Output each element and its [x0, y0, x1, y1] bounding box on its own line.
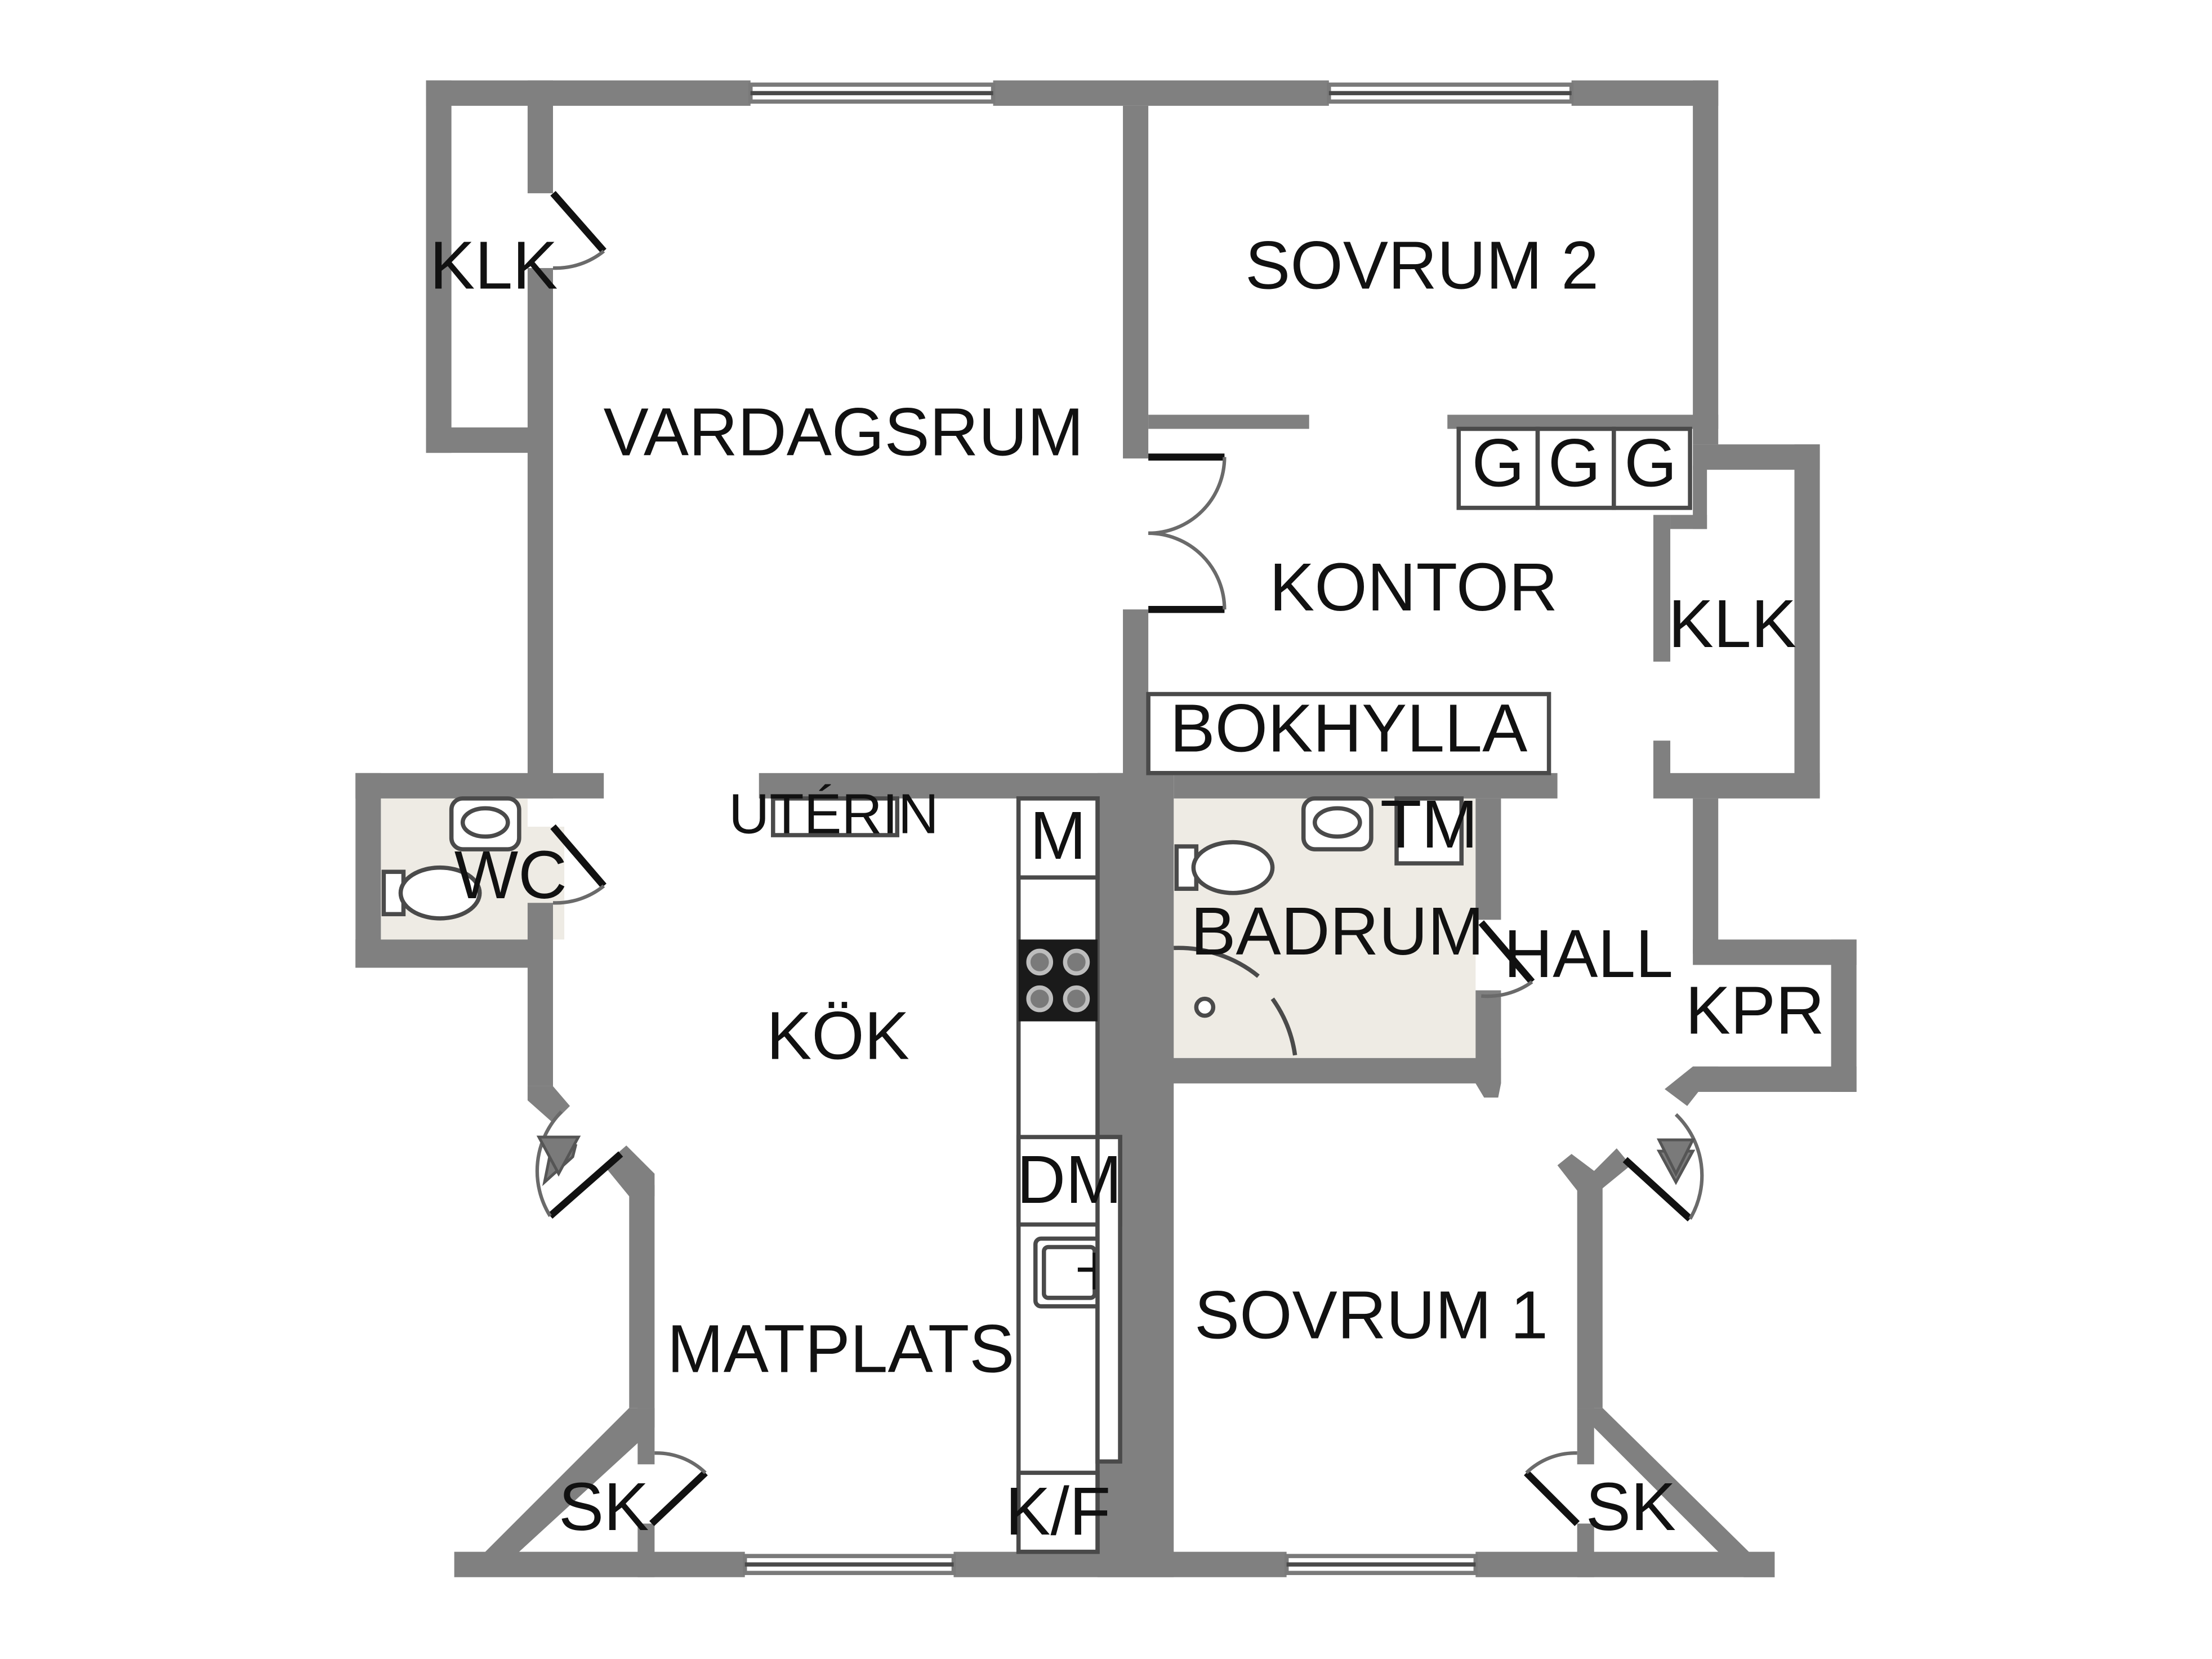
label-kok: KÖK	[766, 998, 909, 1074]
room-labels: KLK VARDAGSRUM SOVRUM 2 G G G KONTOR KLK…	[430, 228, 1825, 1549]
label-sovrum1: SOVRUM 1	[1194, 1278, 1548, 1353]
label-wc: WC	[454, 837, 567, 913]
label-klk-right: KLK	[1669, 586, 1796, 662]
burner-icon	[1026, 985, 1054, 1013]
label-sk-left: SK	[559, 1469, 649, 1545]
label-klk-left: KLK	[430, 228, 558, 304]
shower-curtain	[1174, 946, 1260, 978]
fridge-m	[1016, 796, 1100, 880]
label-m: M	[1030, 798, 1086, 873]
label-g-1: G	[1472, 425, 1525, 501]
bookshelf	[1146, 692, 1551, 775]
label-kpr: KPR	[1685, 973, 1825, 1048]
label-sk-right: SK	[1586, 1469, 1676, 1545]
label-dm: DM	[1016, 1142, 1122, 1218]
cabinet-g-3	[1612, 426, 1692, 510]
fridge-freezer-kf	[1016, 1470, 1100, 1554]
label-g-2: G	[1548, 425, 1601, 501]
label-uterin: UTÉRIN	[729, 782, 939, 845]
label-kontor: KONTOR	[1269, 550, 1558, 625]
burner-icon	[1063, 985, 1090, 1013]
label-g-3: G	[1624, 425, 1677, 501]
cabinet-g-2	[1535, 426, 1616, 510]
label-sovrum2: SOVRUM 2	[1245, 228, 1599, 304]
label-vardagsrum: VARDAGSRUM	[604, 394, 1084, 470]
shower-drain-icon	[1194, 996, 1216, 1018]
entrance-arrow-left-head-icon	[536, 1135, 581, 1177]
uterin-box	[771, 796, 900, 837]
label-badrum: BADRUM	[1190, 894, 1484, 969]
doors	[535, 191, 1704, 1527]
walls	[355, 80, 1857, 1577]
burner-icon	[1063, 948, 1090, 976]
counter-right-section	[1095, 1135, 1122, 1464]
label-hall: HALL	[1504, 916, 1673, 992]
windows	[742, 82, 1574, 1575]
stove	[1018, 939, 1098, 1022]
burner-icon	[1026, 948, 1054, 976]
label-kf: K/F	[1005, 1474, 1111, 1549]
entrance-arrow-right-head-icon	[1656, 1138, 1696, 1177]
label-matplats: MATPLATS	[667, 1312, 1015, 1387]
label-tm: TM	[1380, 787, 1478, 862]
label-bokhylla: BOKHYLLA	[1170, 690, 1527, 766]
washing-machine-tm	[1394, 796, 1464, 866]
